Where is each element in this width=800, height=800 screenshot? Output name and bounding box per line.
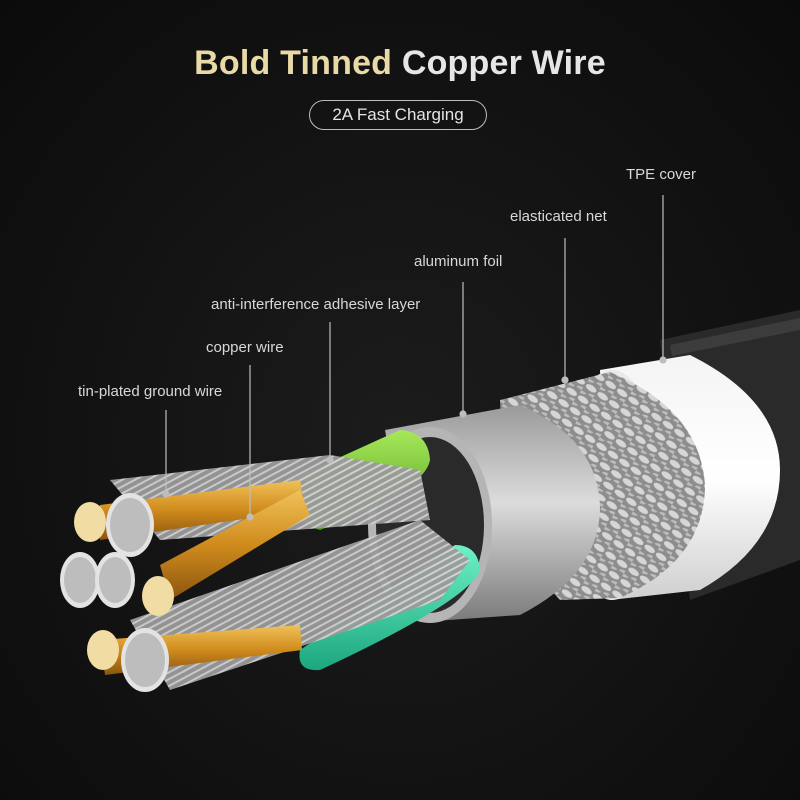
title-highlight: Bold Tinned [194, 44, 393, 82]
title-rest: Copper Wire [401, 44, 606, 82]
callout-elasticated-net: elasticated net [510, 208, 607, 225]
fast-charging-badge: 2A Fast Charging [309, 100, 487, 130]
callout-ground-wire: tin-plated ground wire [78, 383, 223, 400]
callout-aluminum-foil: aluminum foil [414, 253, 503, 270]
copper-end-2 [142, 576, 174, 616]
copper-end-1 [74, 502, 106, 542]
page-title: Bold Tinned Copper Wire [0, 44, 800, 83]
copper-end-3 [87, 630, 119, 670]
callout-tpe-cover: TPE cover [626, 166, 697, 183]
copper-core-2 [160, 490, 310, 600]
callout-copper-wire: copper wire [206, 339, 284, 356]
callout-adhesive-layer: anti-interference adhesive layer [211, 296, 421, 313]
outer-jacket-highlight [670, 318, 800, 356]
leader-lines [162, 195, 667, 521]
tinned-strand-ends [60, 493, 169, 692]
